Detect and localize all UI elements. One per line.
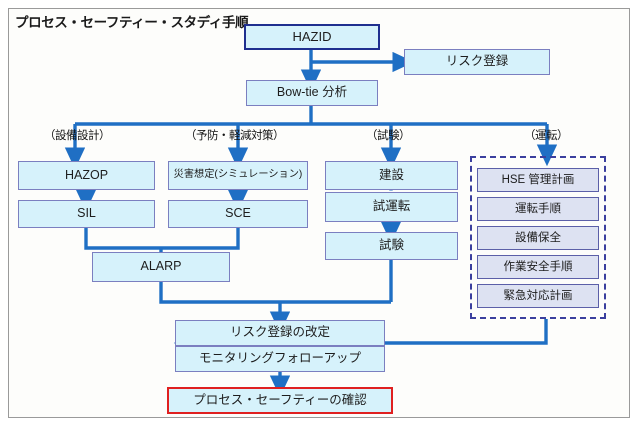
operation-group-container [470,156,606,319]
node-risk-register[interactable]: リスク登録 [404,49,550,75]
node-sce[interactable]: SCE [168,200,308,228]
node-equipment-maintenance[interactable]: 設備保全 [477,226,599,250]
node-work-safety-procedure[interactable]: 作業安全手順 [477,255,599,279]
node-alarp[interactable]: ALARP [92,252,230,282]
node-bow-tie-analysis[interactable]: Bow-tie 分析 [246,80,378,106]
node-process-safety-confirmation[interactable]: プロセス・セーフティーの確認 [167,387,393,414]
node-operating-procedure[interactable]: 運転手順 [477,197,599,221]
node-emergency-response-plan[interactable]: 緊急対応計画 [477,284,599,308]
node-risk-register-revision[interactable]: リスク登録の改定 [175,320,385,346]
node-hazid[interactable]: HAZID [244,24,380,50]
node-commissioning[interactable]: 試運転 [325,192,458,222]
branch-label-prevention: （予防・軽減対策） [185,130,285,142]
page-title: プロセス・セーフティー・スタディ手順 [15,15,249,30]
node-disaster-simulation[interactable]: 災害想定(シミュレーション) [168,161,308,190]
node-sil[interactable]: SIL [18,200,155,228]
node-hazop[interactable]: HAZOP [18,161,155,190]
node-hse-management-plan[interactable]: HSE 管理計画 [477,168,599,192]
node-monitoring-followup[interactable]: モニタリングフォローアップ [175,346,385,372]
branch-label-test: （試験） [366,130,411,142]
node-testing[interactable]: 試験 [325,232,458,260]
node-construction[interactable]: 建設 [325,161,458,190]
branch-label-operation: （運転） [524,130,569,142]
branch-label-design: （設備設計） [44,130,111,142]
